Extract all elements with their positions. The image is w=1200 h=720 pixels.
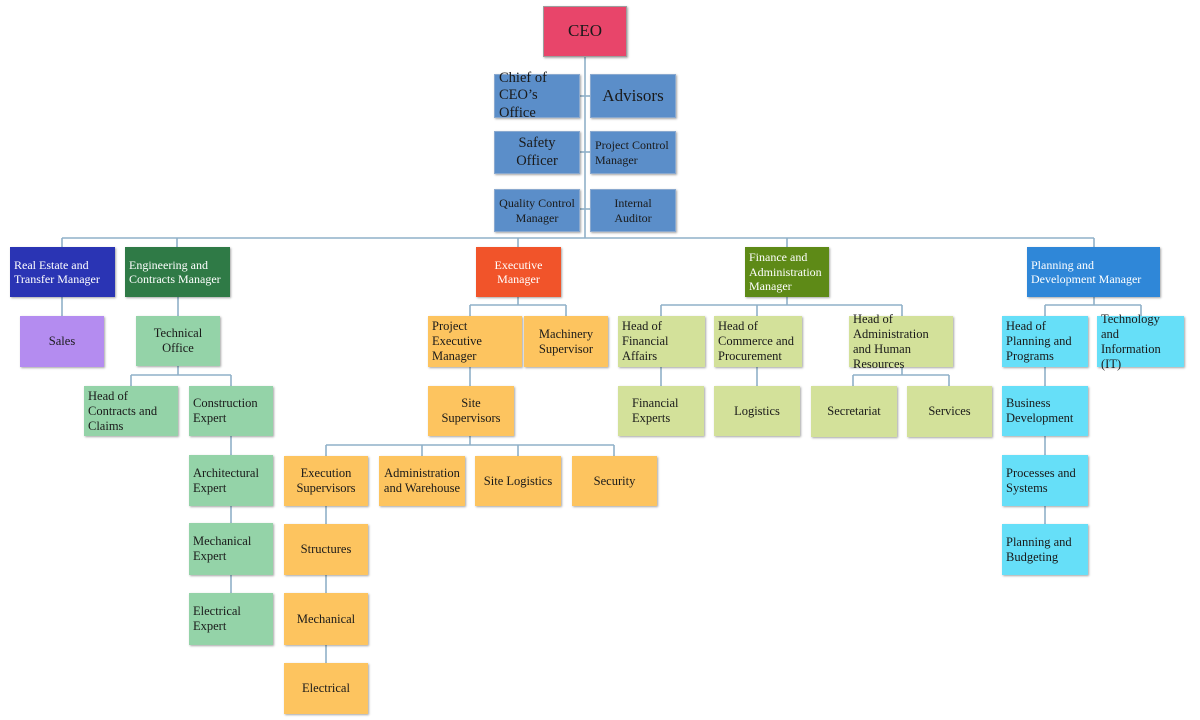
services-box: Services xyxy=(907,386,992,437)
planning-programs-label: Head of Planning and Programs xyxy=(1006,319,1072,363)
technical-office-box: Technical Office xyxy=(136,316,220,366)
electrical-label: Electrical xyxy=(302,681,350,695)
security-label: Security xyxy=(593,473,636,488)
financial-experts-box: Financial Experts xyxy=(618,386,704,436)
executive-manager-label: Executive Manager xyxy=(494,257,543,286)
real-estate-manager-box: Real Estate and Transfer Manager xyxy=(10,247,115,297)
quality-control-box: Quality Control Manager xyxy=(494,189,580,232)
admin-hr-label: Head of Administration and Human Resourc… xyxy=(853,311,929,371)
security-box: Security xyxy=(572,456,657,506)
advisors-label: Advisors xyxy=(602,85,664,105)
mechanical-label: Mechanical xyxy=(296,611,356,626)
finance-manager-label: Finance and Administration Manager xyxy=(749,250,822,294)
machinery-supervisor-box: Machinery Supervisor xyxy=(524,316,608,367)
safety-officer-label: Safety Officer xyxy=(516,135,558,169)
construction-expert-box: Construction Expert xyxy=(189,386,273,436)
project-executive-box: Project Executive Manager xyxy=(428,316,522,367)
admin-warehouse-label: Administration and Warehouse xyxy=(383,466,461,495)
safety-officer-box: Safety Officer xyxy=(494,131,580,174)
internal-auditor-label: Internal Auditor xyxy=(614,196,652,225)
contracts-claims-label: Head of Contracts and Claims xyxy=(88,388,158,433)
mechanical-box: Mechanical xyxy=(284,593,368,645)
business-development-label: Business Development xyxy=(1006,396,1074,425)
electrical-box: Electrical xyxy=(284,663,368,714)
logistics-label: Logistics xyxy=(734,403,780,418)
advisors-box: Advisors xyxy=(590,74,676,118)
executive-manager-box: Executive Manager xyxy=(476,247,561,297)
sales-label: Sales xyxy=(48,334,76,348)
construction-expert-label: Construction Expert xyxy=(193,396,258,425)
mechanical-expert-box: Mechanical Expert xyxy=(189,523,273,575)
admin-warehouse-box: Administration and Warehouse xyxy=(379,456,465,506)
financial-affairs-box: Head of Financial Affairs xyxy=(618,316,705,367)
execution-supervisors-box: Execution Supervisors xyxy=(284,456,368,506)
project-executive-label: Project Executive Manager xyxy=(432,319,482,363)
planning-budgeting-box: Planning and Budgeting xyxy=(1002,524,1088,575)
real-estate-manager-label: Real Estate and Transfer Manager xyxy=(14,257,100,286)
architectural-expert-label: Architectural Expert xyxy=(193,465,259,495)
quality-control-label: Quality Control Manager xyxy=(499,196,575,225)
ceo-box: CEO xyxy=(543,6,627,57)
project-control-box: Project Control Manager xyxy=(590,131,676,174)
electrical-expert-box: Electrical Expert xyxy=(189,593,273,645)
site-logistics-box: Site Logistics xyxy=(475,456,561,506)
machinery-supervisor-label: Machinery Supervisor xyxy=(538,326,594,356)
chief-office-label: Chief of CEO’s Office xyxy=(499,69,547,121)
planning-programs-box: Head of Planning and Programs xyxy=(1002,316,1088,367)
processes-systems-box: Processes and Systems xyxy=(1002,455,1088,506)
site-logistics-label: Site Logistics xyxy=(483,473,553,488)
planning-manager-label: Planning and Development Manager xyxy=(1031,257,1142,286)
services-label: Services xyxy=(928,404,971,418)
commerce-procurement-label: Head of Commerce and Procurement xyxy=(718,319,795,363)
chief-office-box: Chief of CEO’s Office xyxy=(494,70,580,121)
it-box: Technology and Information (IT) xyxy=(1097,312,1184,371)
planning-manager-box: Planning and Development Manager xyxy=(1027,247,1160,297)
project-control-label: Project Control Manager xyxy=(595,138,669,167)
execution-supervisors-label: Execution Supervisors xyxy=(296,466,356,495)
planning-budgeting-label: Planning and Budgeting xyxy=(1006,534,1072,564)
structures-label: Structures xyxy=(300,542,352,556)
mechanical-expert-label: Mechanical Expert xyxy=(193,534,252,563)
sales-box: Sales xyxy=(20,316,104,367)
technical-office-label: Technical Office xyxy=(153,326,203,355)
processes-systems-label: Processes and Systems xyxy=(1006,465,1076,495)
engineering-manager-label: Engineering and Contracts Manager xyxy=(129,257,221,286)
financial-experts-label: Financial Experts xyxy=(632,396,679,425)
electrical-expert-label: Electrical Expert xyxy=(193,604,241,633)
contracts-claims-box: Head of Contracts and Claims xyxy=(84,386,178,436)
engineering-manager-box: Engineering and Contracts Manager xyxy=(125,247,230,297)
site-supervisors-label: Site Supervisors xyxy=(441,396,501,425)
financial-affairs-label: Head of Financial Affairs xyxy=(622,319,669,363)
site-supervisors-box: Site Supervisors xyxy=(428,386,514,436)
business-development-box: Business Development xyxy=(1002,386,1088,436)
finance-manager-box: Finance and Administration Manager xyxy=(745,247,829,297)
architectural-expert-box: Architectural Expert xyxy=(189,455,273,506)
commerce-procurement-box: Head of Commerce and Procurement xyxy=(714,316,802,367)
it-label: Technology and Information (IT) xyxy=(1101,311,1161,371)
ceo-label: CEO xyxy=(568,21,602,41)
admin-hr-box: Head of Administration and Human Resourc… xyxy=(849,312,953,371)
structures-box: Structures xyxy=(284,524,368,575)
internal-auditor-box: Internal Auditor xyxy=(590,189,676,232)
secretariat-box: Secretariat xyxy=(811,386,897,437)
secretariat-label: Secretariat xyxy=(827,404,881,418)
logistics-box: Logistics xyxy=(714,386,800,436)
